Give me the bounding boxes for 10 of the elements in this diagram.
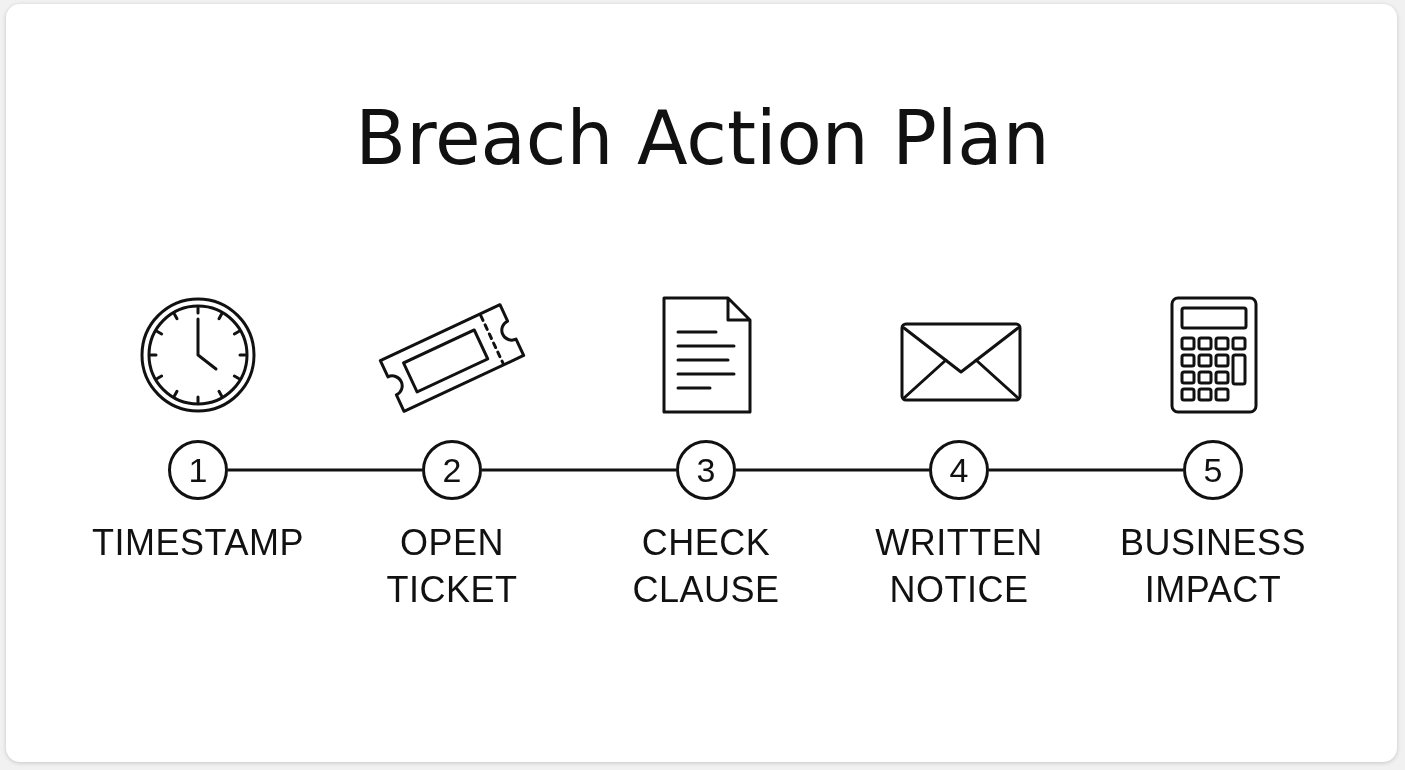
title: Breach Action Plan — [354, 95, 1051, 181]
step-label: OPEN TICKET — [385, 521, 519, 612]
step-label: WRITTEN NOTICE — [874, 521, 1044, 612]
step-label: TIMESTAMP — [91, 521, 305, 565]
connector-line — [989, 468, 1183, 472]
step-label: BUSINESS IMPACT — [1118, 521, 1308, 612]
connector-line — [736, 468, 929, 472]
connector-line — [482, 468, 676, 472]
connector-line — [228, 468, 422, 472]
step-label: CHECK CLAUSE — [631, 521, 781, 612]
